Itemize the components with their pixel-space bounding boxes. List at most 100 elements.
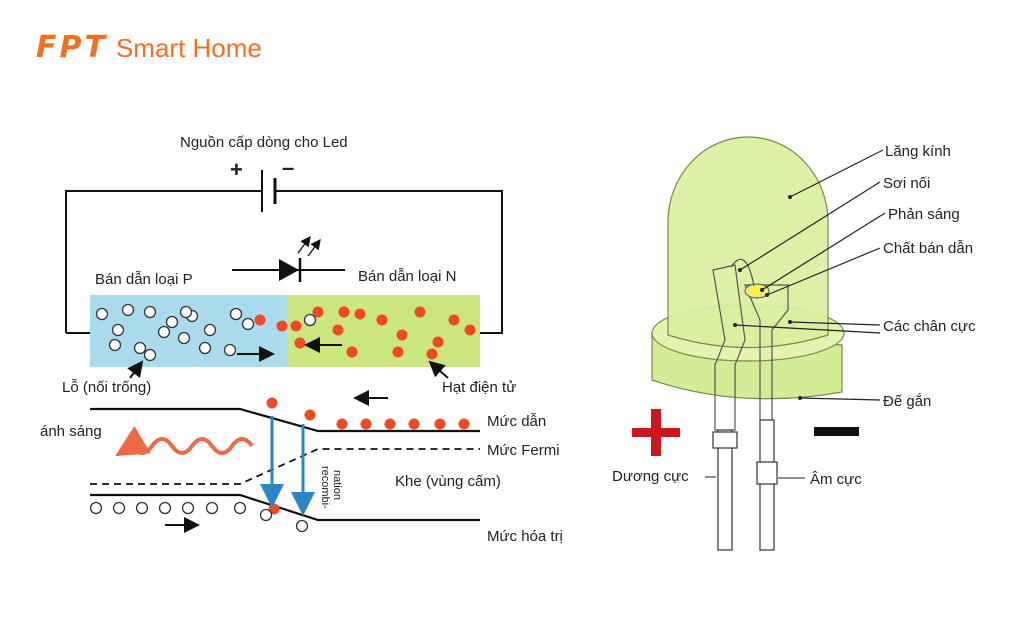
electron (396, 329, 408, 341)
recombination-label-2: nation (331, 470, 343, 500)
electron (414, 306, 426, 318)
band-hole (295, 519, 309, 533)
hole (143, 305, 157, 319)
circuit-wire (65, 190, 503, 334)
hole (143, 348, 157, 362)
electron (392, 346, 404, 358)
hole (121, 303, 135, 317)
anode-post (712, 264, 746, 431)
electron (426, 348, 438, 360)
hole (95, 307, 109, 321)
electron-label: Hạt điện tử (442, 379, 516, 396)
conduction-label: Mức dẫn (487, 413, 546, 430)
circuit: Nguồn cấp dòng cho Led + – Bán dẫn loại … (62, 134, 516, 396)
band-electron (434, 418, 446, 430)
conduction-band-line (90, 407, 480, 433)
cathode-cup (744, 284, 789, 421)
hole-label: Lỗ (nối trống) (62, 379, 151, 396)
band-electron (408, 418, 420, 430)
light-wave-icon (115, 425, 254, 457)
band-electron (360, 418, 372, 430)
leads-label: Các chân cực (883, 318, 976, 335)
hole (303, 313, 317, 327)
bond-wire (730, 258, 755, 287)
base-label: Đế gắn (883, 393, 931, 410)
band-hole (112, 501, 126, 515)
hole (165, 315, 179, 329)
electron (254, 314, 266, 326)
n-type-label: Bán dẫn loại N (358, 268, 456, 285)
light-label: ánh sáng (40, 423, 102, 440)
band-hole (259, 508, 273, 522)
electron (432, 336, 444, 348)
hole (133, 341, 147, 355)
electron (464, 324, 476, 336)
reflector-label: Phản sáng (888, 206, 960, 223)
band-hole (89, 501, 103, 515)
hole (223, 343, 237, 357)
fpt-smart-home-logo: FPT Smart Home (36, 30, 262, 70)
led-leads (712, 419, 778, 551)
led-anatomy: Lăng kính Sơi nối Phản sáng Chất bán dẫn… (612, 136, 976, 551)
electron (294, 337, 306, 349)
hole-pointer-arrow (127, 360, 144, 379)
emitter-dot (754, 287, 760, 293)
electron (276, 320, 288, 332)
electron (332, 324, 344, 336)
logo-text: Smart Home (115, 33, 262, 63)
gap-label: Khe (vùng cấm) (395, 473, 501, 490)
logo-mark: FPT (36, 30, 108, 65)
energy-band-diagram: recombi- nation ánh sáng Mức dẫn Mức Fer… (40, 390, 563, 545)
holes (95, 303, 317, 362)
callout-dots (733, 195, 802, 400)
hole (108, 338, 122, 352)
anode-label: Dương cực (612, 468, 689, 485)
lens-label: Lăng kính (885, 143, 951, 160)
band-electrons (266, 397, 470, 515)
diode-symbol (232, 235, 345, 282)
hole (229, 307, 243, 321)
circuit-title: Nguồn cấp dòng cho Led (180, 134, 348, 151)
band-electron (458, 418, 470, 430)
battery-minus: – (282, 155, 294, 180)
band-electron (304, 409, 316, 421)
electron (290, 320, 302, 332)
electrons (254, 306, 476, 360)
valence-label: Mức hóa trị (487, 528, 563, 545)
fermi-level-line (90, 448, 480, 485)
semiconductor-label: Chất bán dẫn (883, 240, 973, 257)
minus-icon (814, 427, 859, 436)
callout-lines (734, 149, 886, 401)
p-type-label: Bán dẫn loại P (95, 271, 193, 288)
hole (198, 341, 212, 355)
hole (203, 323, 217, 337)
valence-band-line (90, 493, 480, 522)
n-region (287, 295, 480, 367)
band-electron (384, 418, 396, 430)
band-electron (266, 397, 278, 409)
band-holes (89, 501, 309, 533)
hole (157, 325, 171, 339)
fermi-label: Mức Fermi (487, 442, 560, 459)
electron (346, 346, 358, 358)
electron (338, 306, 350, 318)
band-electron (336, 418, 348, 430)
band-hole (233, 501, 247, 515)
electron (376, 314, 388, 326)
led-lens (667, 136, 829, 349)
electron (312, 306, 324, 318)
wire-label: Sơi nối (883, 175, 930, 192)
band-hole (158, 501, 172, 515)
band-hole (205, 501, 219, 515)
cathode-label: Âm cực (810, 471, 862, 488)
hole (179, 305, 193, 319)
plus-icon (632, 409, 680, 456)
band-hole (181, 501, 195, 515)
hole (111, 323, 125, 337)
electron (448, 314, 460, 326)
electron-pointer-arrow (428, 360, 449, 379)
band-hole (135, 501, 149, 515)
hole (177, 331, 191, 345)
hole (241, 317, 255, 331)
